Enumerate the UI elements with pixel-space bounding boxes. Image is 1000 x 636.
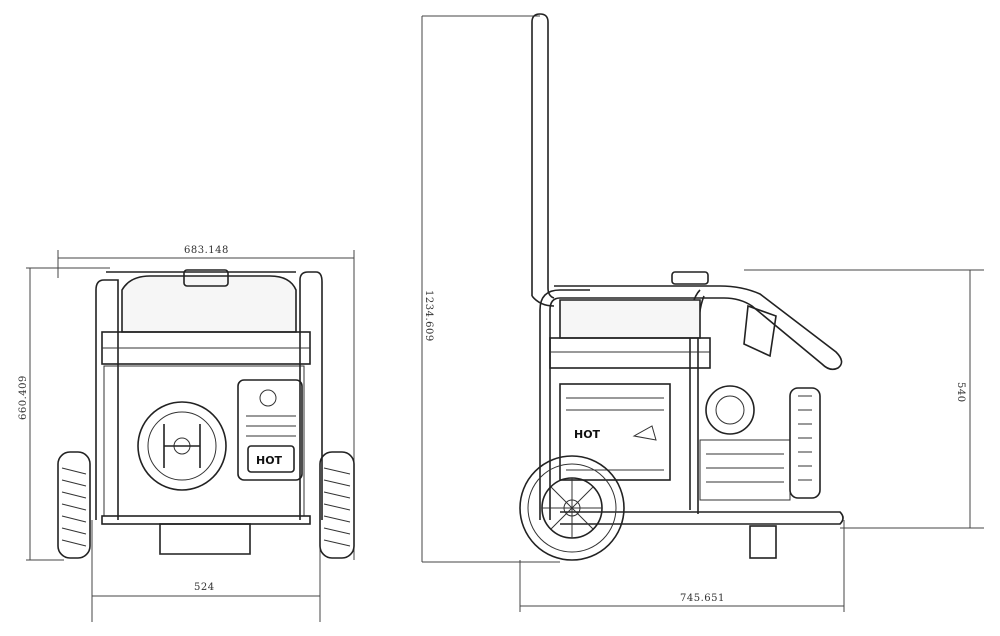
front-view-dimensions: 683.148 660.409 524 [18, 245, 355, 622]
front-view-generator: HOT [57, 269, 355, 559]
front-right-wheel [319, 451, 355, 559]
side-body-height-label: 540 [955, 382, 966, 403]
front-width-label: 683.148 [184, 245, 229, 256]
side-handle-height-label: 1234.609 [423, 290, 434, 342]
front-left-wheel [57, 451, 91, 559]
side-hot-label: HOT [574, 428, 601, 441]
front-wheelbase-label: 524 [194, 582, 215, 593]
side-length-label: 745.651 [680, 593, 725, 604]
side-wheel [519, 455, 625, 561]
side-view-dimensions: 1234.609 540 745.651 [421, 15, 984, 612]
front-hot-label: HOT [256, 454, 283, 467]
side-view-generator: HOT [519, 13, 844, 561]
front-height-label: 660.409 [18, 375, 29, 420]
